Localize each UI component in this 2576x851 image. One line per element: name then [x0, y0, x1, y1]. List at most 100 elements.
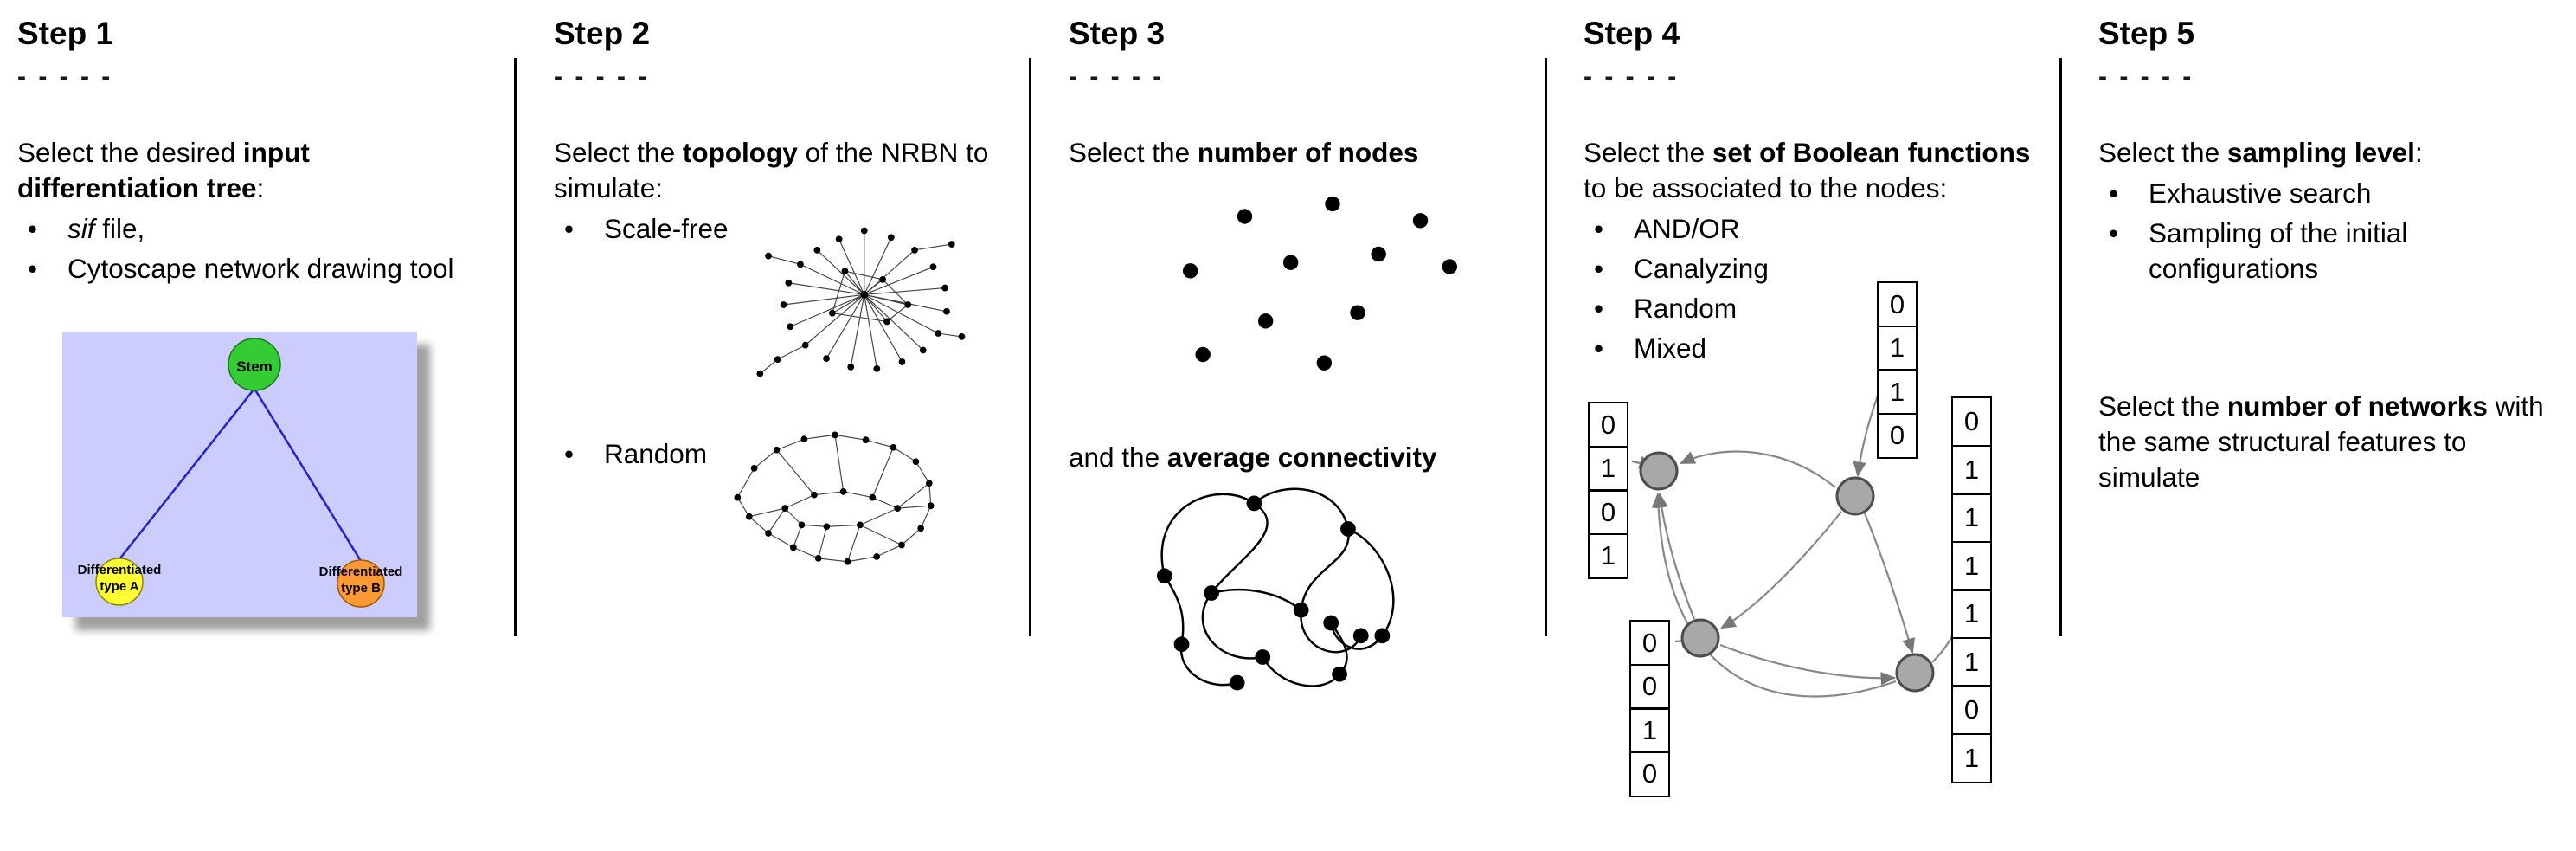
truth-table-cell: 0: [1588, 489, 1628, 535]
column-divider-2: [1029, 58, 1031, 636]
step4-intro: Select the set of Boolean functions to b…: [1584, 135, 2038, 206]
step1-dashes: - - - - -: [17, 62, 113, 91]
truth-table-cell: 1: [1877, 325, 1918, 371]
step2-intro-bold: topology: [682, 137, 798, 168]
truth-table-cell: 1: [1951, 636, 1992, 687]
tree-edges: [119, 388, 363, 562]
step2-bullet-list: Scale-free: [554, 211, 1008, 247]
type-a-label-line1: Differentiated: [78, 563, 162, 577]
step4-bullet-canalyzing: Canalyzing: [1584, 251, 2038, 287]
step5-column: Step 5 - - - - - Select the sampling lev…: [2059, 0, 2574, 851]
truth-table-cell: 1: [1588, 445, 1628, 492]
step3-second-bold: average connectivity: [1166, 442, 1437, 473]
truth-table-cell: 1: [1951, 589, 1992, 639]
step5-intro-post: :: [2414, 137, 2423, 168]
column-divider-4: [2059, 58, 2062, 636]
step4-bullet-mixed: Mixed: [1584, 331, 2038, 366]
step5-intro: Select the sampling level:: [2098, 135, 2553, 171]
truth-table-cell: 1: [1951, 444, 1992, 495]
step5-second-post: with the same structural features to sim…: [2098, 390, 2544, 493]
network-node-2: [1835, 476, 1875, 516]
step2-intro-post: of the NRBN to simulate:: [554, 137, 989, 203]
step2-intro: Select the topology of the NRBN to simul…: [554, 135, 1008, 206]
step1-bullet-sif-italic: sif: [67, 213, 95, 244]
truth-table-cell: 0: [1588, 402, 1628, 448]
step5-bullet-list: Exhaustive search Sampling of the initia…: [2098, 176, 2553, 287]
step5-second-text: Select the number of networks with the s…: [2098, 389, 2553, 495]
network-node-1: [1639, 451, 1679, 491]
step1-bullet-sif-rest: file,: [94, 213, 145, 244]
step2-intro-pre: Select the: [554, 137, 683, 168]
step2-bullet-list-2: Random: [554, 436, 1008, 472]
step1-intro-post: :: [256, 172, 265, 203]
step4-intro-pre: Select the: [1584, 137, 1712, 168]
step1-column: Step 1 - - - - - Select the desired inpu…: [0, 0, 515, 851]
step1-intro-bold: input differentiation tree: [17, 137, 310, 203]
differentiation-tree-image: Stem Differentiated type A Differentiate…: [62, 332, 417, 617]
truth-table-cell: 0: [1629, 663, 1670, 710]
step3-title: Step 3: [1069, 16, 1166, 51]
step2-bullet-scale-free: Scale-free: [554, 211, 1008, 247]
step4-title: Step 4: [1584, 16, 1680, 51]
truth-table-cell: 1: [1588, 532, 1628, 579]
step1-bullet-cytoscape: Cytoscape network drawing tool: [17, 251, 493, 287]
step4-intro-bold: set of Boolean functions: [1712, 137, 2031, 168]
step4-bullet-list: AND/OR Canalyzing Random Mixed: [1584, 211, 2038, 366]
truth-table-cell: 0: [1951, 685, 1992, 735]
type-a-label-line2: type A: [100, 579, 138, 594]
boolean-network-graphic: 0 1 1 0 0 1 0 1 0 0 1 0 0 1 1 1: [1584, 281, 2038, 825]
step5-dashes: - - - - -: [2098, 62, 2194, 91]
truth-table-top: 0 1 1 0: [1877, 281, 1918, 459]
step3-second-pre: and the: [1069, 442, 1167, 473]
differentiation-tree-svg: Stem Differentiated type A Differentiate…: [62, 332, 417, 617]
step5-bullet-sampling: Sampling of the initial configurations: [2098, 216, 2553, 287]
truth-table-cell: 0: [1951, 396, 1992, 447]
step5-title: Step 5: [2098, 16, 2195, 51]
step1-intro-pre: Select the desired: [17, 137, 243, 168]
nodes-dots-image: [1182, 196, 1458, 371]
truth-table-right: 0 1 1 1 1 1 0 1: [1951, 396, 1992, 783]
differentiated-type-a-node: Differentiated type A: [78, 558, 162, 606]
boolean-network-nodes: [1639, 451, 1935, 693]
step5-intro-pre: Select the: [2098, 137, 2227, 168]
step3-intro: Select the number of nodes: [1069, 135, 1523, 171]
step2-title: Step 2: [554, 16, 651, 51]
step1-intro: Select the desired input differentiation…: [17, 135, 493, 206]
type-b-label-line1: Differentiated: [319, 564, 403, 579]
step1-bullet-sif-file: sif file,: [17, 211, 493, 247]
step5-second-bold: number of networks: [2226, 390, 2488, 422]
step4-bullet-and-or: AND/OR: [1584, 211, 2038, 247]
truth-table-cell: 1: [1951, 732, 1992, 783]
step5-second-pre: Select the: [2098, 390, 2227, 422]
step3-column: Step 3 - - - - - Select the number of no…: [1030, 0, 1545, 851]
network-node-4: [1895, 653, 1935, 693]
step4-column: Step 4 - - - - - Select the set of Boole…: [1545, 0, 2059, 851]
step5-intro-bold: sampling level: [2226, 137, 2415, 168]
step4-intro-post: to be associated to the nodes:: [1584, 172, 1948, 203]
step2-dashes: - - - - -: [554, 62, 650, 91]
truth-table-bottom: 0 0 1 0: [1629, 620, 1670, 797]
step1-bullet-list: sif file, Cytoscape network drawing tool: [17, 211, 493, 287]
connectivity-tangle-image: [1156, 487, 1395, 691]
step5-bullet-exhaustive: Exhaustive search: [2098, 176, 2553, 211]
truth-table-cell: 0: [1629, 620, 1670, 666]
network-node-3: [1680, 618, 1720, 658]
stem-node: Stem: [228, 338, 281, 391]
column-divider-1: [514, 58, 517, 636]
step1-title: Step 1: [17, 16, 114, 51]
step3-intro-bold: number of nodes: [1197, 137, 1419, 168]
tangle-nodes: [1156, 495, 1391, 691]
stem-node-label: Stem: [236, 358, 273, 375]
step3-second-text: and the average connectivity: [1069, 440, 1523, 475]
step2-bullet-random: Random: [554, 436, 1008, 472]
step3-dashes: - - - - -: [1069, 62, 1165, 91]
truth-table-left: 0 1 0 1: [1588, 402, 1628, 579]
column-divider-3: [1545, 58, 1547, 636]
differentiated-type-b-node: Differentiated type B: [319, 559, 403, 608]
step2-column: Step 2 - - - - - Select the topology of …: [515, 0, 1030, 851]
type-b-label-line2: type B: [341, 581, 381, 596]
step4-bullet-random: Random: [1584, 291, 2038, 326]
truth-table-cell: 1: [1951, 493, 1992, 543]
truth-table-cell: 0: [1877, 281, 1918, 327]
